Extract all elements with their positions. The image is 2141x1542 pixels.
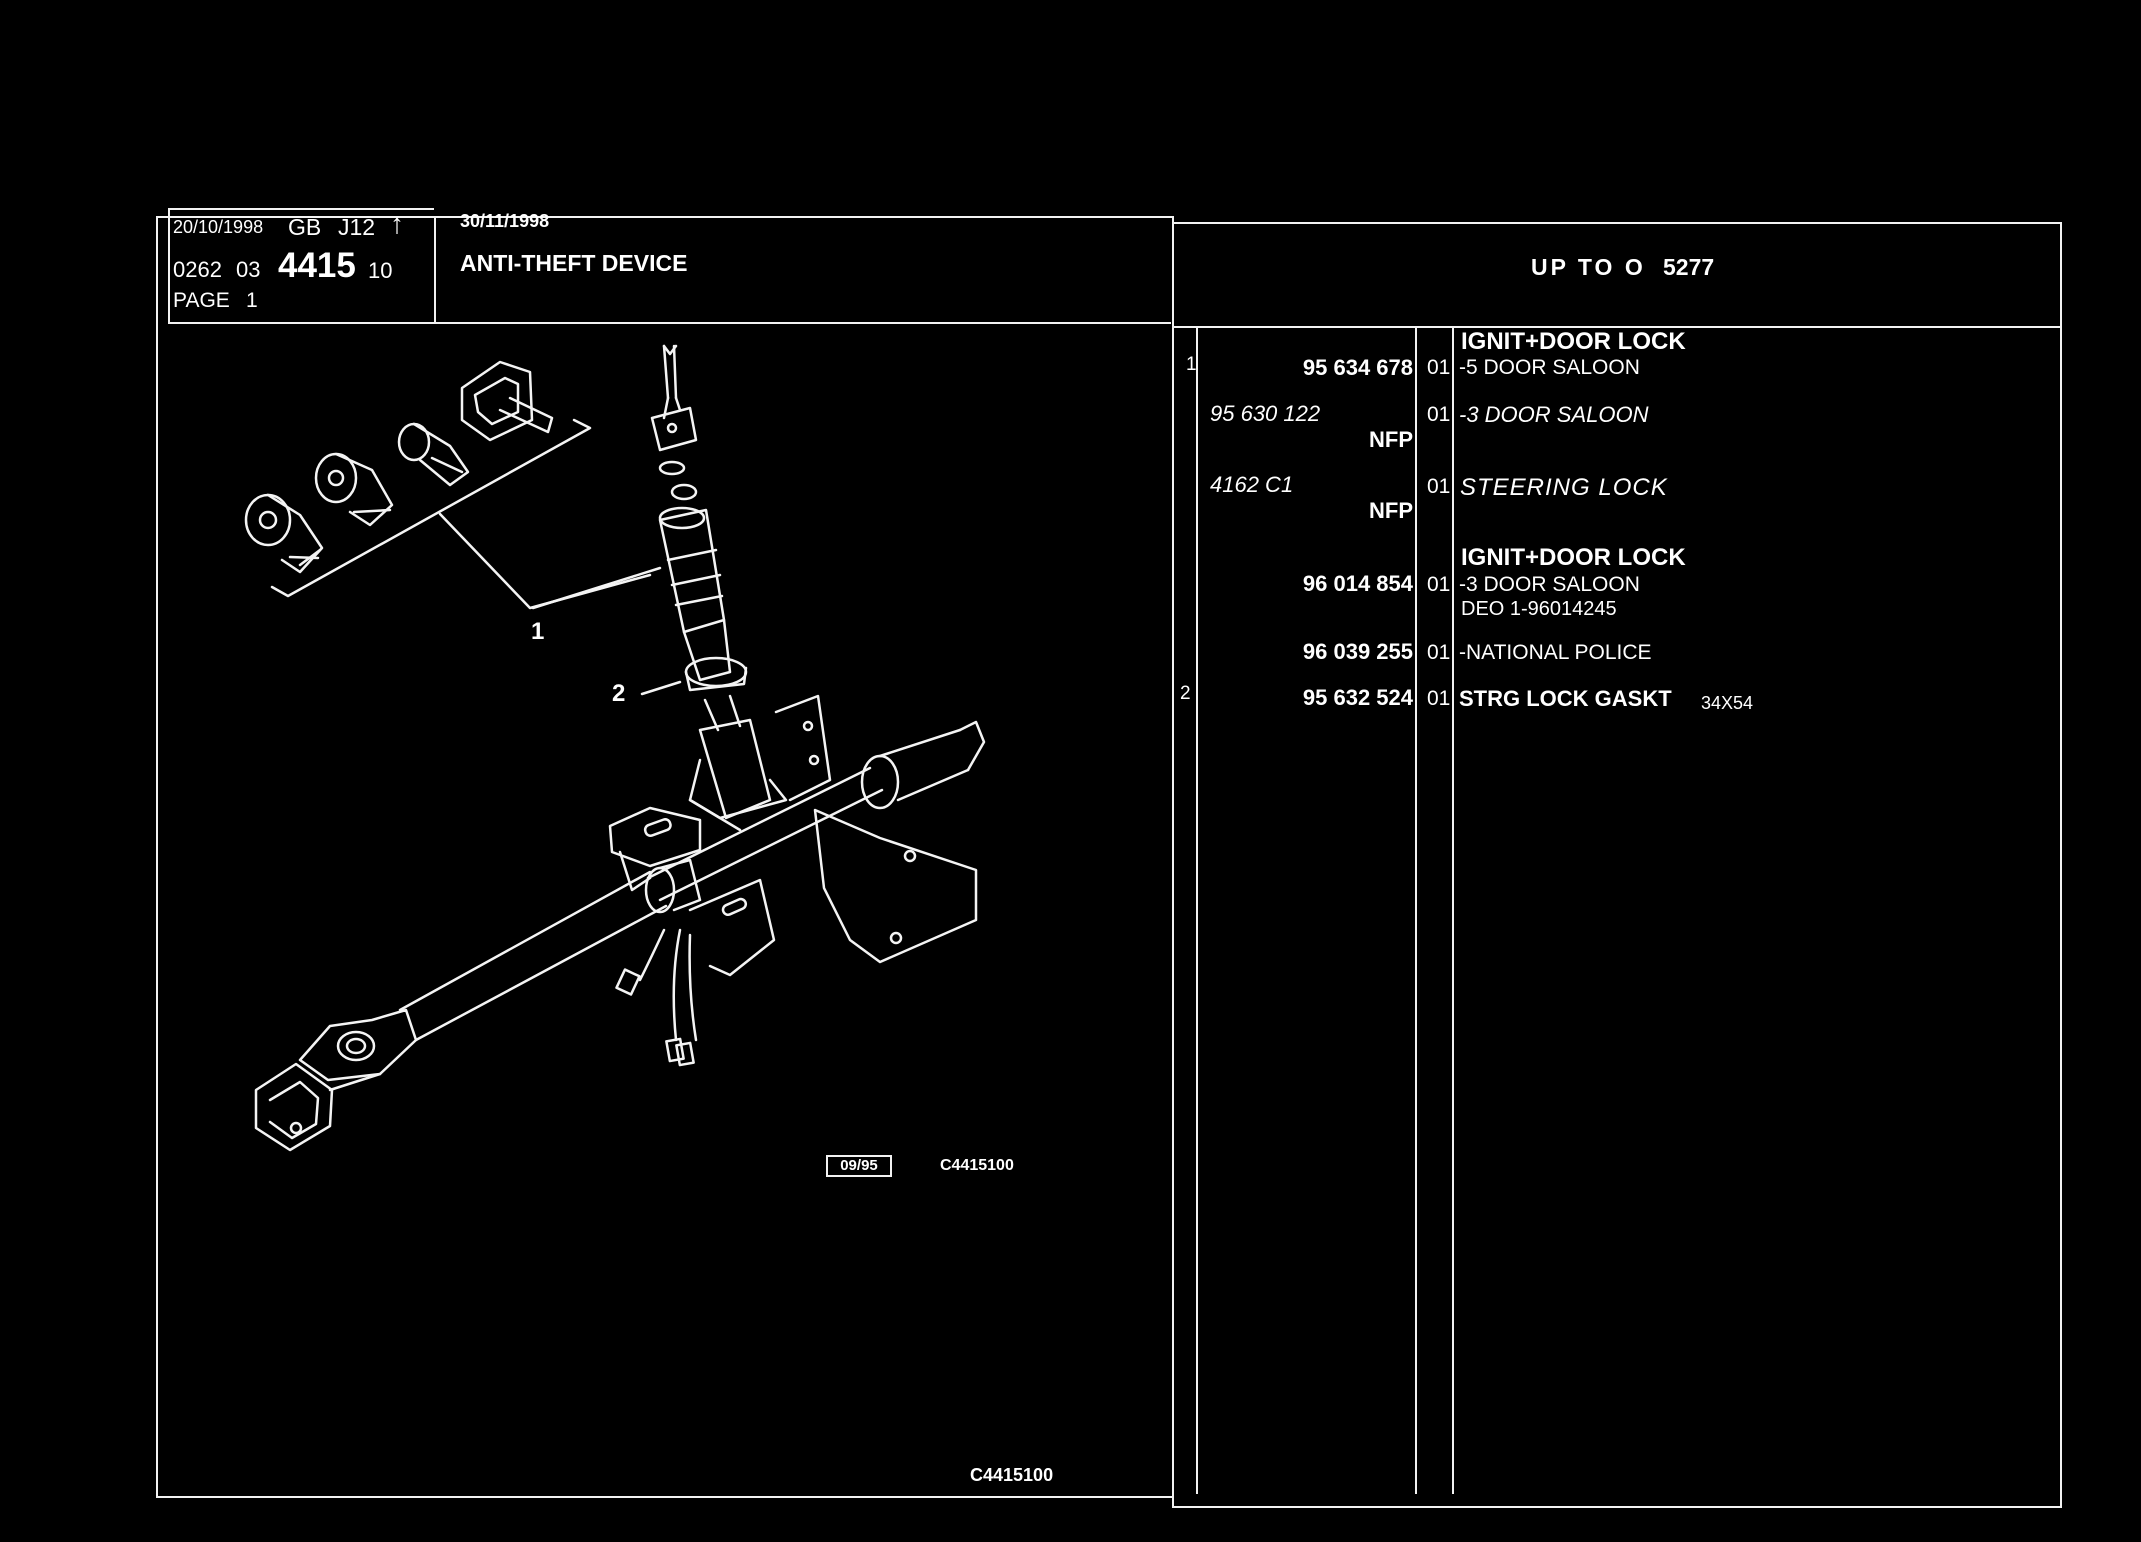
col-line-partno	[1415, 326, 1417, 1494]
col-line-qty	[1452, 326, 1454, 1494]
part-qty: 01	[1427, 641, 1451, 664]
part-desc: STEERING LOCK	[1460, 474, 1668, 501]
part-nfp: NFP	[1369, 427, 1413, 452]
part-qty: 01	[1427, 356, 1451, 379]
steering-column-tube	[646, 720, 986, 902]
catalog-number: 4415	[278, 246, 356, 285]
universal-joint-icon	[254, 1008, 418, 1152]
ignition-switch-icon	[658, 460, 732, 682]
ignition-key-icon	[650, 344, 698, 452]
catalog-suffix: 10	[368, 258, 393, 283]
upper-bracket-icon	[774, 694, 832, 802]
part-number: 95 634 678	[1302, 355, 1413, 380]
callout-2-label: 2	[612, 680, 626, 707]
catalog-group: 03	[236, 257, 261, 282]
door-lock-barrel-icon	[244, 493, 324, 574]
header-box-left-edge	[168, 208, 170, 322]
part-item-no: 2	[1180, 683, 1191, 704]
part-desc: -3 DOOR SALOON	[1459, 573, 1640, 596]
validity-label: UP TO O	[1531, 254, 1646, 280]
header-date-right: 30/11/1998	[460, 211, 550, 231]
header-box-top-edge	[168, 208, 434, 210]
wiring-harness-icon	[615, 928, 698, 1067]
part-desc: STRG LOCK GASKT	[1459, 686, 1672, 711]
part-qty: 01	[1427, 687, 1451, 710]
validity-number: 5277	[1663, 254, 1715, 280]
part-desc-extra: DEO 1-96014245	[1461, 598, 1617, 620]
part-number: 4162 C1	[1210, 472, 1294, 497]
up-arrow-icon: ↑	[390, 208, 404, 239]
diagram-ref-code: C4415100	[940, 1157, 1014, 1174]
header-divider-right	[1172, 326, 2062, 328]
lower-bracket-icon	[608, 806, 702, 892]
header-model: J12	[338, 214, 376, 240]
callout-1-leader	[531, 566, 662, 610]
part-number: 95 632 524	[1302, 685, 1413, 710]
col-line-item	[1196, 326, 1198, 1494]
header-col-divider	[434, 216, 436, 322]
part-desc-heading: IGNIT+DOOR LOCK	[1461, 328, 1686, 355]
part-desc: -NATIONAL POLICE	[1459, 641, 1652, 664]
part-qty: 01	[1427, 403, 1451, 426]
lower-clamp-icon	[688, 878, 776, 977]
right-panel-frame	[1172, 222, 2062, 1508]
page-number: 1	[246, 289, 258, 312]
part-number: 95 630 122	[1210, 401, 1321, 426]
header-divider-left	[168, 322, 1171, 324]
steering-shaft-icon	[398, 858, 702, 1042]
revision-date-box: 09/95	[826, 1155, 892, 1177]
part-desc: -3 DOOR SALOON	[1459, 402, 1649, 427]
lock-barrel-small-icon	[397, 422, 470, 487]
header-market: GB	[288, 214, 322, 240]
header-date-left: 20/10/1998	[173, 217, 264, 237]
part-desc: -5 DOOR SALOON	[1459, 356, 1640, 379]
lock-housing-icon	[688, 718, 788, 832]
mounting-plate-icon	[813, 808, 978, 964]
lock-cover-icon	[460, 360, 554, 442]
lock-set-bracket	[270, 418, 652, 610]
page-title: ANTI-THEFT DEVICE	[460, 250, 688, 276]
part-number: 96 039 255	[1302, 639, 1413, 664]
part-qty: 01	[1427, 475, 1451, 498]
footer-ref-code: C4415100	[970, 1465, 1054, 1485]
part-desc-size: 34X54	[1701, 693, 1754, 713]
part-nfp: NFP	[1369, 498, 1413, 523]
part-number: 96 014 854	[1302, 571, 1413, 596]
door-lock-barrel-icon	[314, 452, 394, 527]
part-qty: 01	[1427, 573, 1451, 596]
page-label: PAGE	[173, 289, 230, 312]
part-item-no: 1	[1186, 354, 1197, 375]
steering-lock-gasket-icon	[684, 656, 748, 732]
callout-1-label: 1	[531, 618, 545, 645]
part-desc-heading: IGNIT+DOOR LOCK	[1461, 544, 1686, 571]
catalog-prefix: 0262	[173, 257, 222, 282]
callout-2-leader	[640, 680, 682, 696]
